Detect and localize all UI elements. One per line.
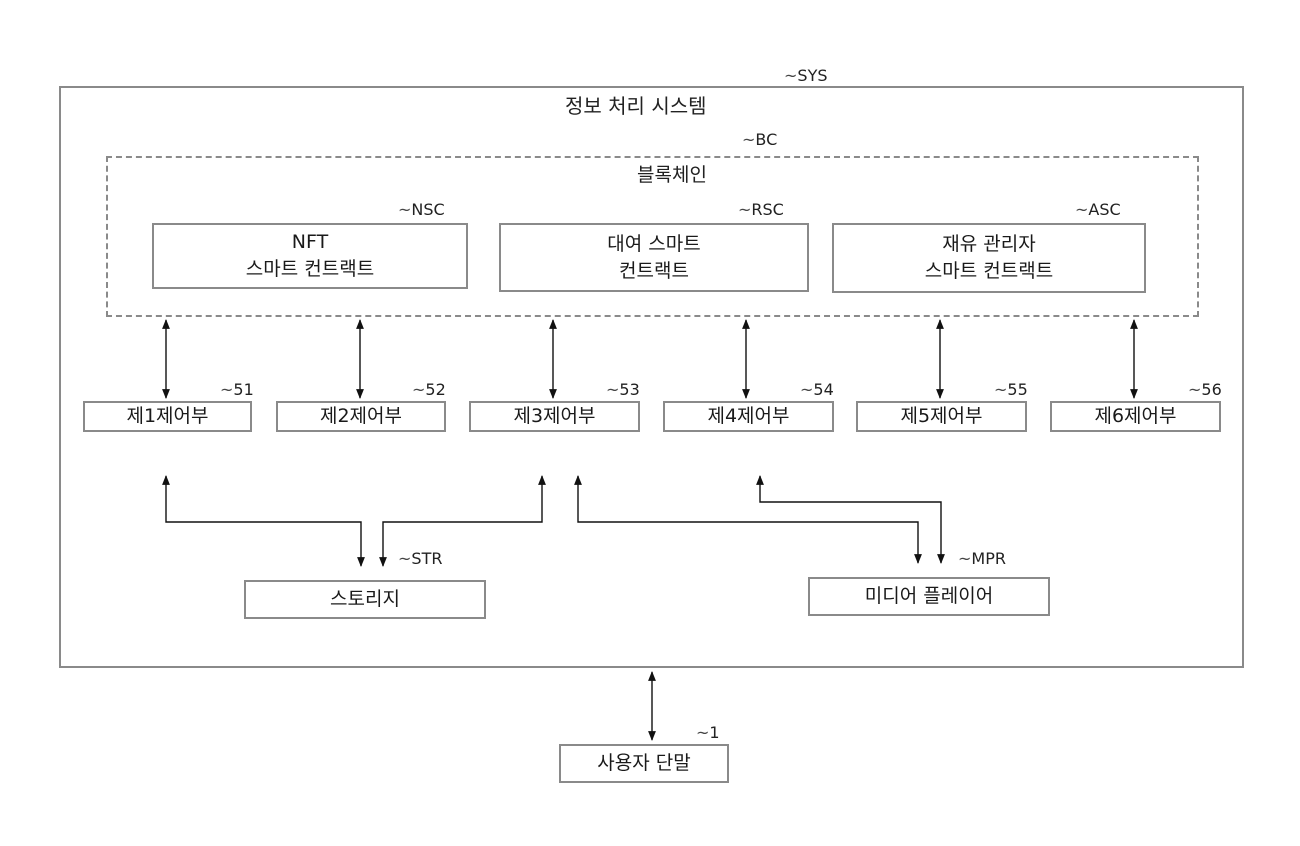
- ref-text: 54: [813, 380, 834, 399]
- controller-4-ref: ~54: [800, 380, 834, 399]
- rsc-ref: ~RSC: [738, 200, 784, 219]
- system-title: 정보 처리 시스템: [565, 94, 707, 118]
- controller-1-box: 제1제어부: [83, 401, 252, 432]
- nsc-ref: ~NSC: [398, 200, 445, 219]
- link-media-controller-3: [574, 475, 922, 564]
- controller-1-ref: ~51: [220, 380, 254, 399]
- system-ref-text: SYS: [797, 66, 828, 85]
- contract-line: 재유 관리자: [942, 233, 1036, 255]
- ref-text: 52: [425, 380, 446, 399]
- media-player-ref: ~MPR: [958, 549, 1006, 568]
- storage-box: 스토리지: [244, 580, 486, 619]
- asc-ref-text: ASC: [1088, 200, 1121, 219]
- controller-label: 제4제어부: [707, 405, 790, 427]
- system-boundary: [59, 86, 1244, 668]
- ref-text: 53: [619, 380, 640, 399]
- controller-4-box: 제4제어부: [663, 401, 834, 432]
- media-player-label: 미디어 플레이어: [864, 585, 994, 607]
- user-terminal-ref: ~1: [696, 723, 720, 742]
- ref-text: 56: [1201, 380, 1222, 399]
- system-ref: ~SYS: [784, 66, 828, 85]
- ref-text: 51: [233, 380, 254, 399]
- user-terminal-label: 사용자 단말: [597, 752, 691, 774]
- contract-line: NFT: [291, 231, 329, 253]
- contract-line: 스마트 컨트랙트: [924, 260, 1054, 282]
- controller-5-ref: ~55: [994, 380, 1028, 399]
- controller-label: 제5제어부: [900, 405, 983, 427]
- rental-smart-contract-box: 대여 스마트 컨트랙트: [499, 223, 809, 292]
- ownership-admin-smart-contract-box: 재유 관리자 스마트 컨트랙트: [832, 223, 1146, 293]
- blockchain-boundary: [106, 156, 1199, 317]
- link-media-controller-4: [756, 475, 945, 564]
- storage-label: 스토리지: [330, 588, 400, 610]
- blockchain-ref: ~BC: [742, 130, 778, 149]
- rsc-ref-text: RSC: [751, 200, 784, 219]
- controller-6-ref: ~56: [1188, 380, 1222, 399]
- ref-text: 55: [1007, 380, 1028, 399]
- media-player-ref-text: MPR: [971, 549, 1006, 568]
- contract-line: 스마트 컨트랙트: [245, 258, 375, 280]
- contract-line: 대여 스마트: [607, 232, 701, 255]
- nft-smart-contract-box: NFT 스마트 컨트랙트: [152, 223, 468, 289]
- controller-label: 제6제어부: [1094, 405, 1177, 427]
- controller-label: 제2제어부: [319, 405, 402, 427]
- link-storage-controller-1: [162, 475, 365, 567]
- asc-ref: ~ASC: [1075, 200, 1121, 219]
- controller-2-box: 제2제어부: [276, 401, 446, 432]
- blockchain-ref-text: BC: [755, 130, 778, 149]
- controller-6-box: 제6제어부: [1050, 401, 1221, 432]
- user-terminal-ref-text: 1: [709, 723, 720, 742]
- user-terminal-box: 사용자 단말: [559, 744, 729, 783]
- blockchain-title: 블록체인: [637, 164, 707, 186]
- contract-line: 컨트랙트: [619, 259, 689, 282]
- controller-3-box: 제3제어부: [469, 401, 640, 432]
- controller-5-box: 제5제어부: [856, 401, 1027, 432]
- link-storage-controller-3: [379, 475, 546, 567]
- nsc-ref-text: NSC: [411, 200, 445, 219]
- controller-label: 제1제어부: [126, 405, 209, 427]
- controller-2-ref: ~52: [412, 380, 446, 399]
- controller-3-ref: ~53: [606, 380, 640, 399]
- media-player-box: 미디어 플레이어: [808, 577, 1050, 616]
- controller-label: 제3제어부: [513, 405, 596, 427]
